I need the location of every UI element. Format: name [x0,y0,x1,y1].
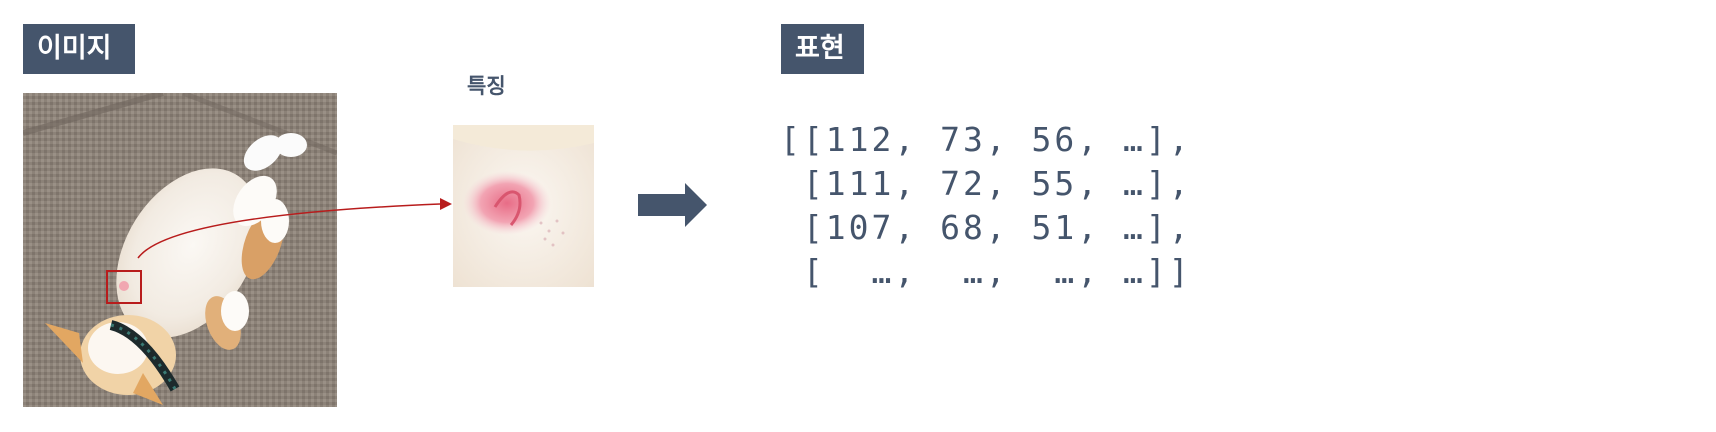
feature-label: 특징 [467,74,506,98]
representation-label: 표현 [781,24,864,74]
representation-label-text: 표현 [795,33,845,64]
image-label-text: 이미지 [37,33,112,64]
pixel-matrix: [[112, 73, 56, …], [111, 72, 55, …], [10… [780,118,1192,294]
matrix-row: [[112, 73, 56, …], [780,120,1192,159]
feature-crop-image [453,125,594,287]
highlight-box [106,270,142,304]
highlight-connector [137,203,441,259]
image-label: 이미지 [23,24,135,74]
connector-arrowhead [440,198,452,210]
right-arrow-icon [638,183,707,227]
matrix-row: [111, 72, 55, …], [780,164,1192,203]
matrix-row: [107, 68, 51, …], [780,208,1192,247]
matrix-row: [ …, …, …, …]] [780,252,1192,291]
kitten-photo [23,93,337,407]
